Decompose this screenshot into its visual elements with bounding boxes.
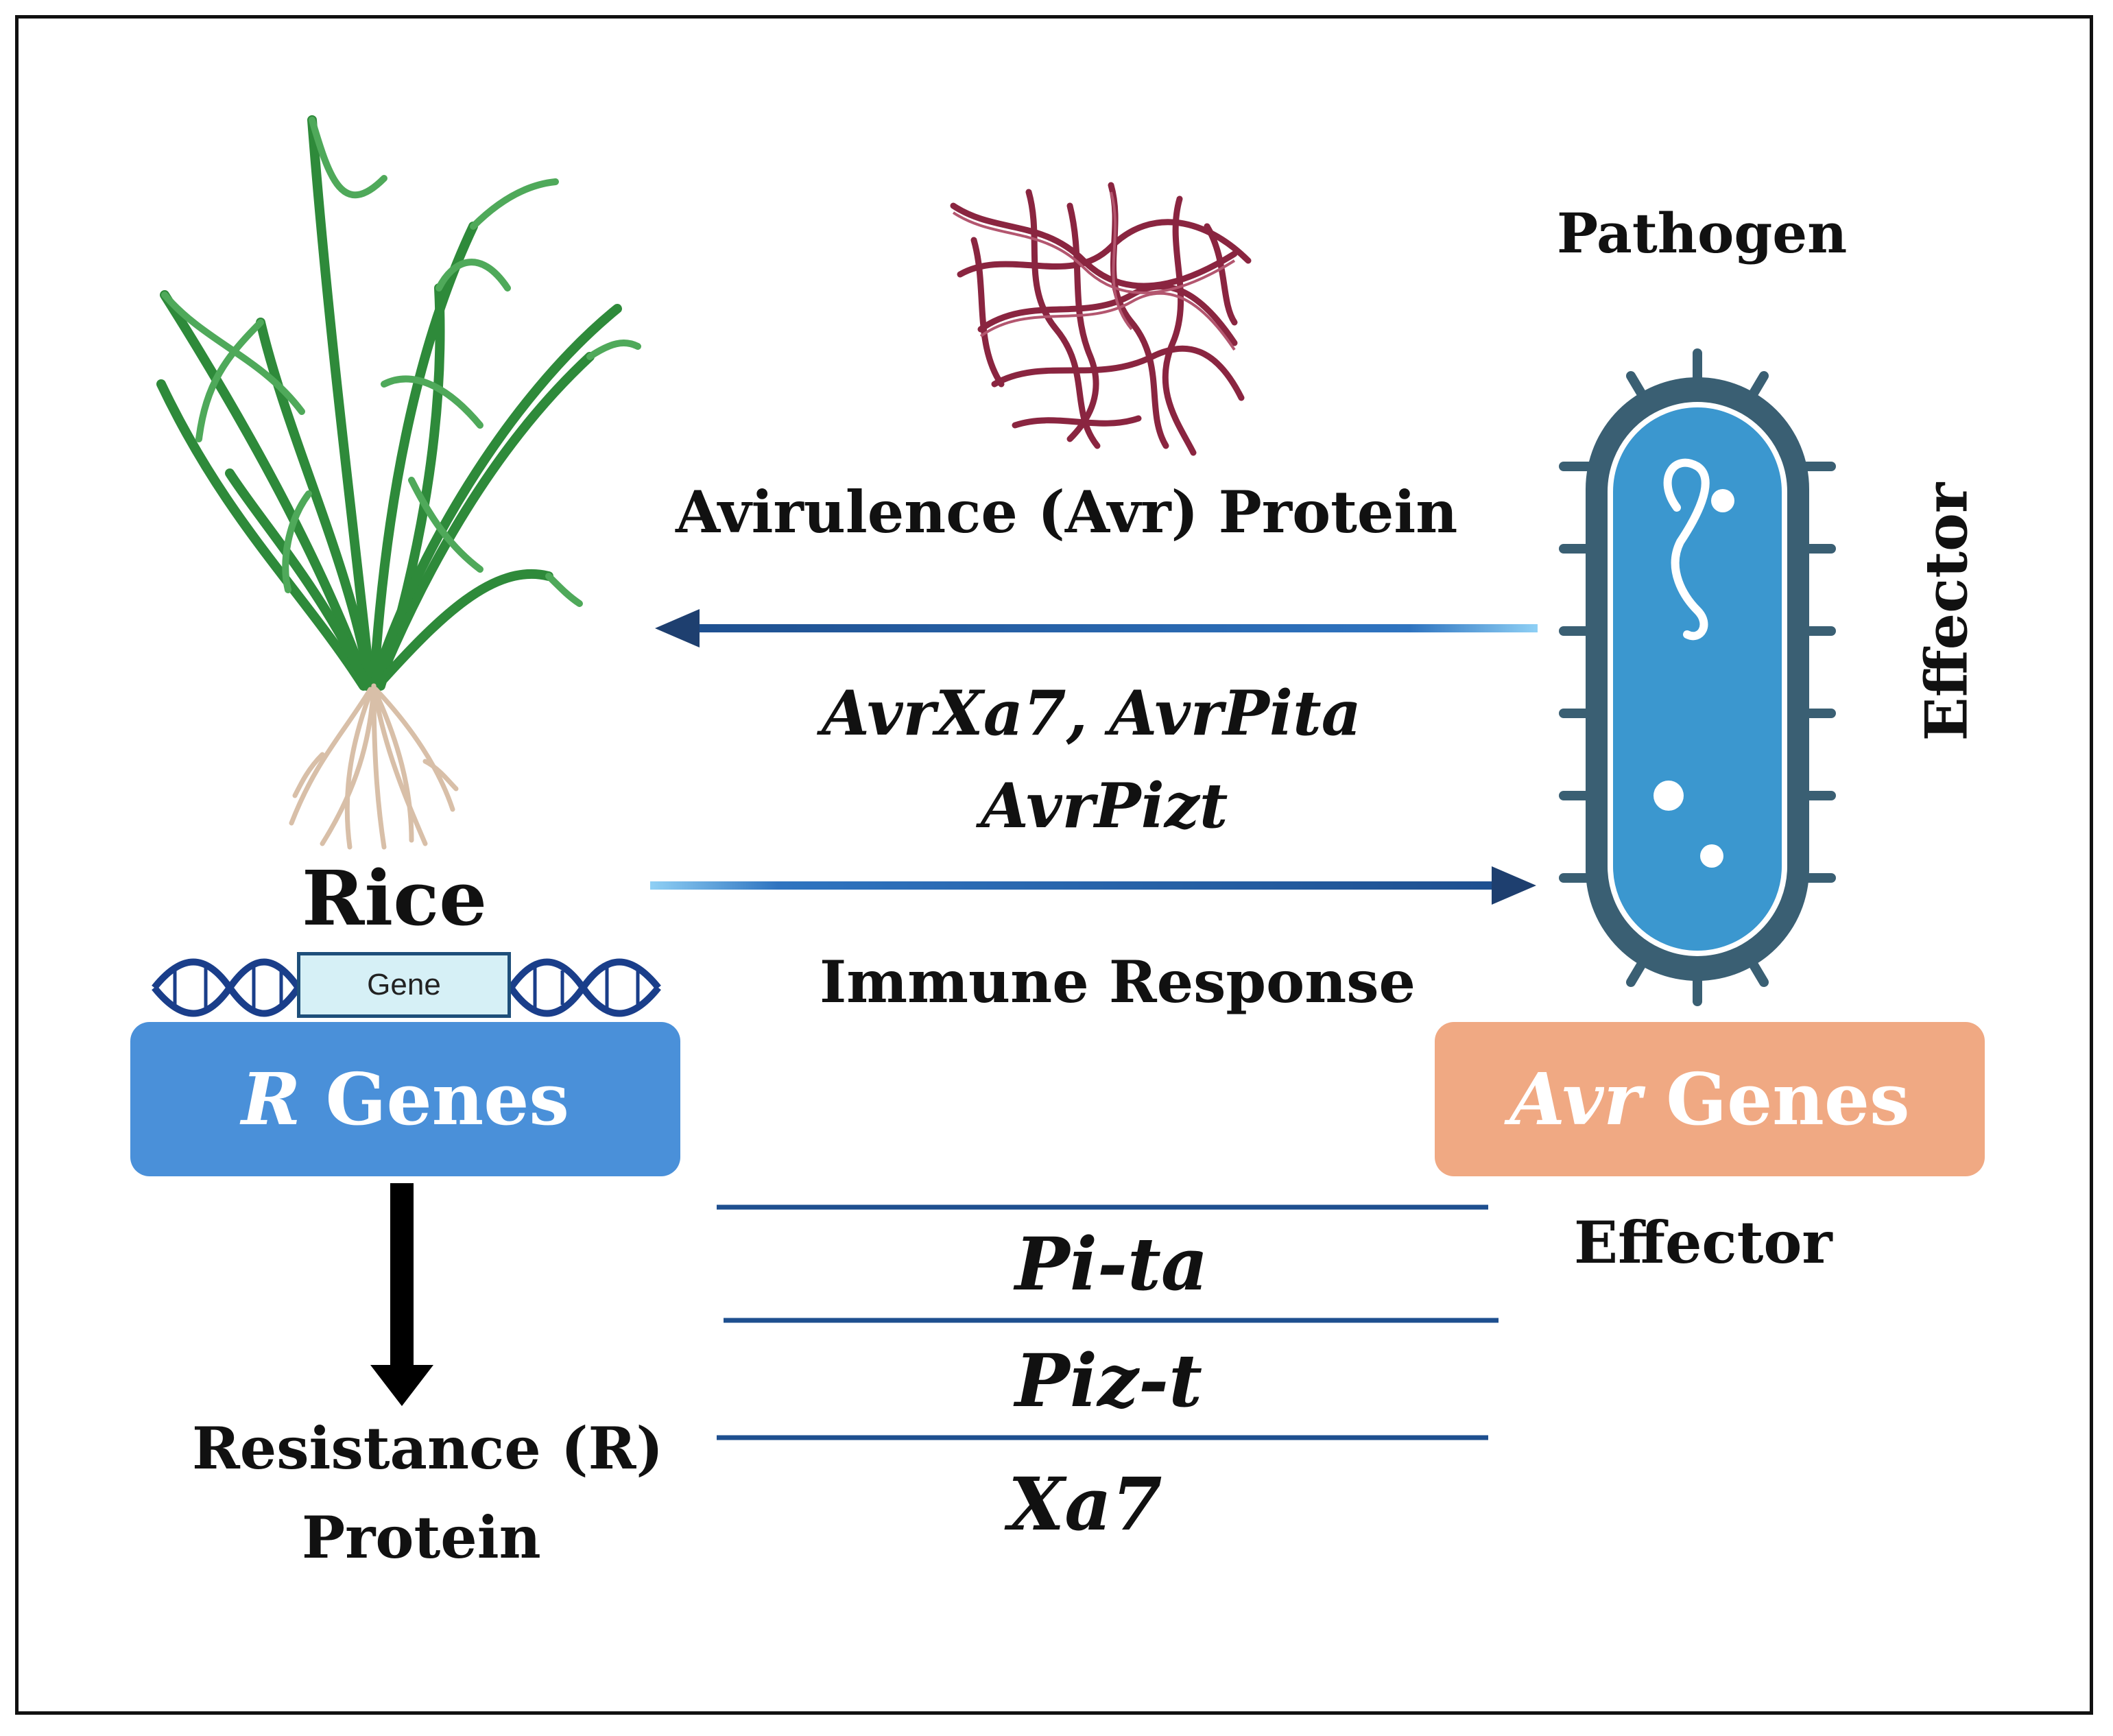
resistance-line2: Protein <box>302 1503 541 1571</box>
bacterium-icon <box>1559 348 1836 1006</box>
r-genes-box: R Genes <box>130 1022 680 1176</box>
avr-effectors-line1: AvrXa7, AvrPita <box>822 677 1361 750</box>
avr-protein-arrow <box>655 609 1538 647</box>
pair-pi-ta: Pi-ta <box>1015 1221 1208 1307</box>
r-genes-italic: R <box>241 1057 301 1141</box>
protein-strands-detail <box>952 191 1236 351</box>
r-genes-text: Genes <box>300 1057 569 1141</box>
immune-response-label: Immune Response <box>820 948 1416 1016</box>
dna-helix-icon <box>152 958 661 1017</box>
effector-label: Effector <box>1574 1209 1833 1276</box>
rice-plant-icon <box>156 115 641 850</box>
effector-vertical-label: Effector <box>1912 482 1981 741</box>
avr-genes-italic: Avr <box>1509 1057 1642 1141</box>
avr-effectors-line2: AvrPizt <box>981 770 1228 842</box>
avr-genes-text: Genes <box>1641 1057 1910 1141</box>
gene-box: Gene <box>297 952 511 1018</box>
pathogen-label: Pathogen <box>1557 201 1848 265</box>
pair-xa7: Xa7 <box>1008 1461 1162 1547</box>
immune-response-arrow <box>650 866 1536 905</box>
pair-lines <box>717 1204 1499 1440</box>
avr-protein-label: Avirulence (Avr) Protein <box>676 478 1458 546</box>
resistance-line1: Resistance (R) <box>192 1414 664 1482</box>
pair-piz-t: Piz-t <box>1015 1337 1203 1423</box>
rice-label: Rice <box>302 854 488 942</box>
protein-strands-icon <box>950 182 1252 456</box>
r-protein-arrow <box>370 1183 433 1406</box>
avr-genes-box: Avr Genes <box>1435 1022 1985 1176</box>
